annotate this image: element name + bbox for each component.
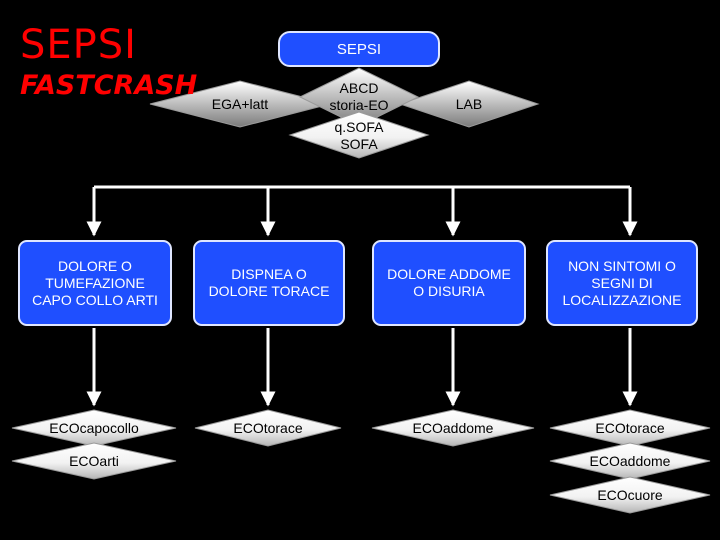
ega-label: EGA+latt	[211, 96, 269, 112]
category-3-line-1: DOLORE ADDOME	[387, 266, 511, 282]
diamond-abcd	[298, 67, 420, 127]
category-1-line-3: CAPO COLLO ARTI	[32, 291, 158, 308]
exam-1-1-label: ECOcapocollo	[49, 420, 139, 436]
exam-3-1-label: ECOaddome	[412, 420, 494, 436]
diamond-exam-4-2	[549, 442, 711, 480]
lab-label: LAB	[455, 96, 483, 112]
category-box-head-neck-limbs: DOLORE O TUMEFAZIONE CAPO COLLO ARTI	[18, 240, 172, 326]
abcd-label: ABCD storia-EO	[309, 80, 409, 114]
sofa-label: q.SOFA SOFA	[309, 119, 409, 153]
abcd-line-2: storia-EO	[329, 97, 389, 113]
category-4-line-2: SEGNI DI	[591, 274, 653, 291]
diamond-exam-4-3	[549, 476, 711, 514]
diamond-lab	[398, 80, 540, 128]
exam-4-3-label: ECOcuore	[597, 487, 663, 503]
category-box-abdomen: DOLORE ADDOME O DISURIA	[372, 240, 526, 326]
category-2-line-1: DISPNEA O	[231, 266, 307, 282]
category-1-line-1: DOLORE O	[58, 257, 132, 274]
category-4-line-3: LOCALIZZAZIONE	[562, 291, 682, 308]
sofa-line-2: SOFA	[340, 136, 378, 152]
page-subtitle: FASTCRASH	[20, 70, 198, 101]
sepsi-box: SEPSI	[278, 31, 440, 67]
diamond-exam-3-1	[371, 409, 535, 447]
category-1-line-2: TUMEFAZIONE	[45, 274, 145, 291]
category-3-line-2: O DISURIA	[413, 283, 485, 299]
category-2-line-2: DOLORE TORACE	[208, 283, 330, 299]
sofa-line-1: q.SOFA	[334, 119, 384, 135]
diamond-exam-1-2	[11, 442, 177, 480]
diamond-sofa	[288, 111, 430, 159]
exam-1-2-label: ECOarti	[69, 453, 119, 469]
diamond-exam-1-1	[11, 409, 177, 447]
exam-4-2-label: ECOaddome	[589, 453, 671, 469]
connector-lines	[86, 185, 638, 407]
category-box-chest: DISPNEA O DOLORE TORACE	[193, 240, 345, 326]
page-title: SEPSI	[20, 22, 137, 68]
diamond-exam-2-1	[194, 409, 342, 447]
category-box-no-localization: NON SINTOMI O SEGNI DI LOCALIZZAZIONE	[546, 240, 698, 326]
diamond-exam-4-1	[549, 409, 711, 447]
abcd-line-1: ABCD	[339, 80, 379, 96]
exam-4-1-label: ECOtorace	[595, 420, 665, 436]
category-4-line-1: NON SINTOMI O	[568, 257, 676, 274]
exam-2-1-label: ECOtorace	[233, 420, 303, 436]
